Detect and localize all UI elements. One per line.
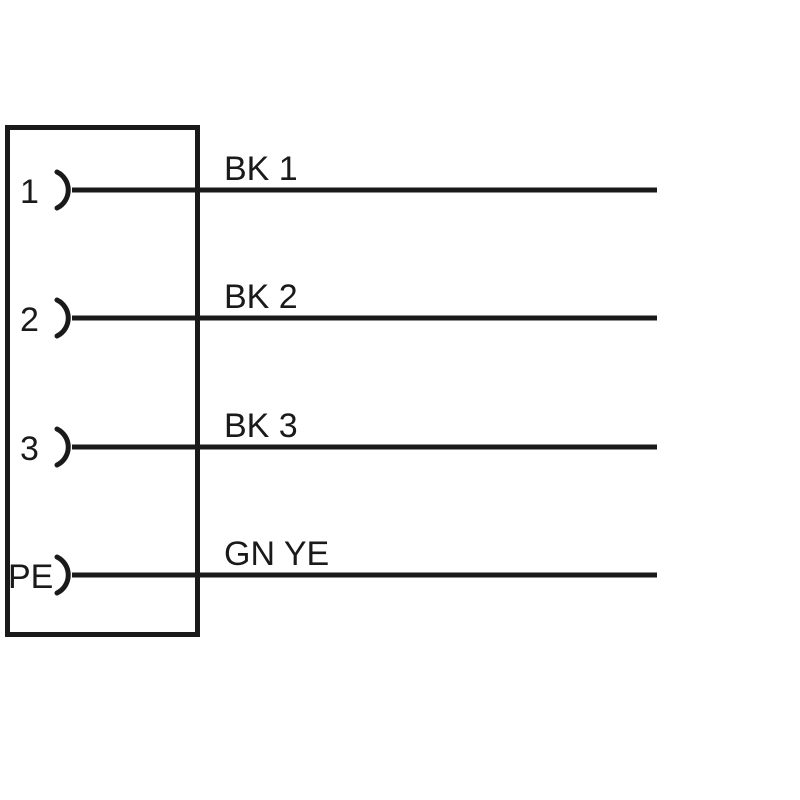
pin-number-label-1: 1 — [20, 173, 39, 211]
socket-arc-icon-2 — [54, 297, 71, 339]
wire-label-1: BK 1 — [224, 150, 298, 188]
wire-label-pe: GN YE — [224, 535, 329, 573]
socket-arc-icon-1 — [54, 169, 71, 211]
pin-number-label-2: 2 — [20, 301, 39, 339]
pin-row-3: 3 BK 3 — [20, 407, 657, 468]
socket-arc-icon-pe — [54, 554, 71, 596]
connector-housing — [5, 125, 200, 637]
pin-number-label-pe: PE — [8, 558, 53, 596]
pin-row-2: 2 BK 2 — [20, 278, 657, 339]
pin-row-1: 1 BK 1 — [20, 150, 657, 211]
pin-row-pe: PE GN YE — [8, 535, 657, 596]
socket-arc-icon-3 — [54, 426, 71, 468]
pin-number-label-3: 3 — [20, 430, 39, 468]
wire-label-3: BK 3 — [224, 407, 298, 445]
wire-label-2: BK 2 — [224, 278, 298, 316]
